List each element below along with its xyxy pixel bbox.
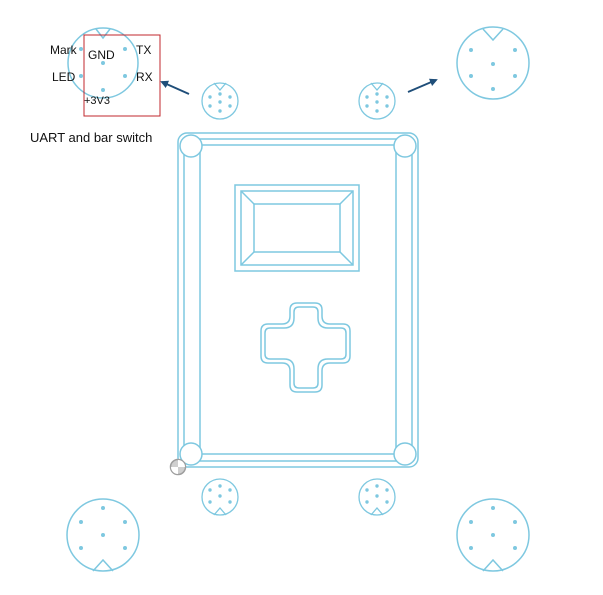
- connector-small-bottom-right: [358, 478, 396, 516]
- arrow-to-top-right-connector: [407, 78, 438, 93]
- connector-pins: [79, 47, 127, 92]
- uart-highlight-box: [83, 34, 161, 117]
- device-dpad: [260, 302, 351, 393]
- pin-label-3v3: +3V3: [84, 95, 110, 107]
- corner-hole-top-left: [179, 134, 203, 158]
- pin-label-rx: RX: [136, 70, 153, 84]
- uart-caption: UART and bar switch: [30, 130, 152, 145]
- connector-large-bottom-right: [456, 498, 530, 572]
- screw-marker: [169, 458, 187, 476]
- device-inner-frame: [183, 138, 413, 462]
- corner-holes: [179, 134, 417, 466]
- device-outer-frame: [177, 132, 419, 468]
- connector-large-top-left: [67, 27, 139, 99]
- pin-label-led: LED: [52, 70, 76, 84]
- connector-small-top-right: [358, 82, 396, 120]
- connector-pins: [469, 48, 517, 91]
- arrow-to-uart-connector: [160, 80, 190, 95]
- corner-hole-bottom-left: [179, 442, 203, 466]
- pin-label-mark: Mark: [50, 43, 78, 57]
- pin-label-tx: TX: [136, 43, 151, 57]
- device-screen: [234, 184, 360, 272]
- connector-pins: [79, 506, 127, 550]
- connector-large-bottom-left: [66, 498, 140, 572]
- device-body: [177, 132, 419, 468]
- pin-label-gnd: GND: [88, 48, 115, 62]
- connector-large-top-right: [456, 26, 530, 100]
- corner-hole-bottom-right: [393, 442, 417, 466]
- device-bezel: [199, 144, 397, 455]
- connector-small-top-left: [201, 82, 239, 120]
- connector-pins: [469, 506, 517, 550]
- connector-small-bottom-left: [201, 478, 239, 516]
- corner-hole-top-right: [393, 134, 417, 158]
